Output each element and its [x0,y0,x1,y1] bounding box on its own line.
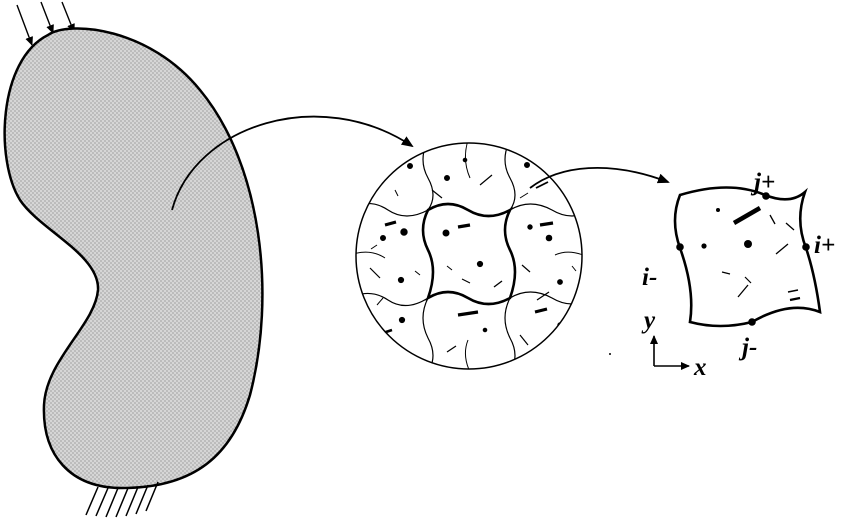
node-i-minus [676,243,684,251]
node-j-plus [762,192,770,200]
coordinate-axes [650,335,690,370]
zoom-arrow-body-to-rve [171,115,414,211]
axis-label-y: y [641,307,656,334]
macroscopic-body [3,27,264,490]
label-j-plus: j+ [750,169,775,196]
label-j-minus: j- [738,334,757,361]
zoom-arrow-rve-to-element [529,167,670,189]
fixed-support-hatch [85,481,159,518]
rve-circle [355,142,583,370]
node-i-plus [802,243,810,251]
label-i-minus: i- [642,264,657,291]
axis-label-x: x [693,354,707,381]
element-cell [673,186,822,328]
speck [609,353,611,355]
node-j-minus [748,318,756,326]
label-i-plus: i+ [814,232,835,259]
load-arrows [16,1,75,46]
